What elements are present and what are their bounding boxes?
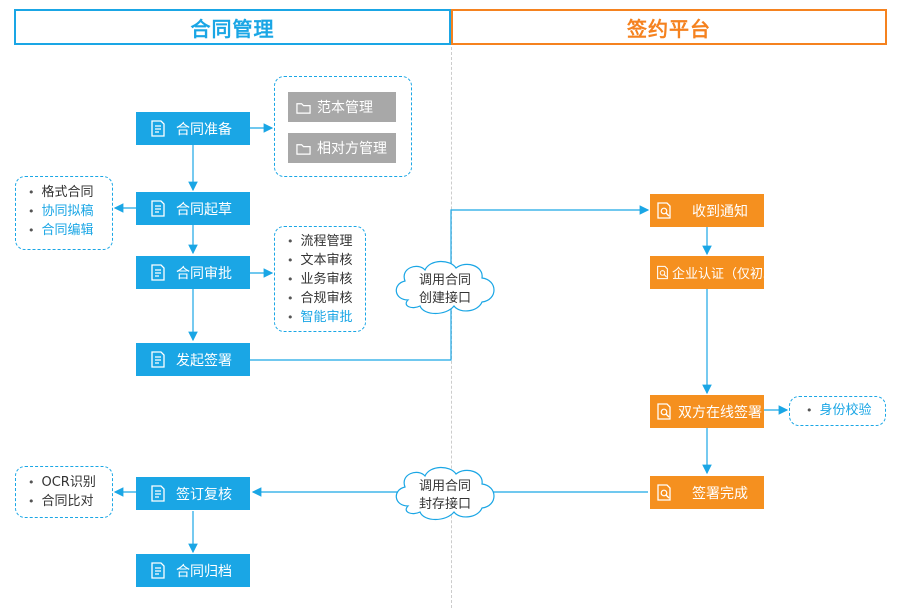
template-box (274, 76, 412, 177)
option-item: 格式合同 (28, 183, 94, 202)
document-icon (151, 264, 165, 281)
node-contract-archive-label: 合同归档 (176, 563, 232, 580)
node-contract-draft-label: 合同起草 (176, 201, 232, 218)
node-signing-check[interactable]: 签订复核 (136, 477, 250, 510)
cloud-create-line2: 创建接口 (418, 291, 471, 306)
node-contract-review-label: 合同审批 (176, 265, 232, 282)
node-online-signing-label: 双方在线签署 (678, 404, 762, 421)
option-item: 协同拟稿 (28, 202, 94, 221)
node-contract-prep-label: 合同准备 (176, 121, 232, 138)
document-icon (151, 120, 165, 137)
node-contract-archive[interactable]: 合同归档 (136, 554, 250, 587)
contract-management-header: 合同管理 (14, 9, 451, 45)
node-contract-review[interactable]: 合同审批 (136, 256, 250, 289)
option-item: 流程管理 (287, 232, 353, 251)
signing-platform-header: 签约平台 (451, 9, 887, 45)
identity-item: 身份校验 (806, 401, 872, 420)
node-contract-draft[interactable]: 合同起草 (136, 192, 250, 225)
option-item: 文本审核 (287, 251, 353, 270)
option-item: 合同比对 (28, 492, 96, 511)
cloud-archive-line2: 封存接口 (418, 497, 471, 512)
review-options-box: 流程管理文本审核业务审核合规审核智能审批 (274, 226, 366, 332)
document-icon (151, 562, 165, 579)
counterparty-management-label: 相对方管理 (317, 141, 387, 157)
document-icon (151, 485, 165, 502)
node-enterprise-cert[interactable]: 企业认证（仅初次 (650, 256, 764, 289)
check-options-list: OCR识别合同比对 (28, 473, 96, 511)
document-icon (151, 351, 165, 368)
cloud-create-label: 调用合同 创建接口 (400, 272, 490, 308)
option-item: 合规审核 (287, 289, 353, 308)
node-signing-check-label: 签订复核 (176, 486, 232, 503)
node-contract-prep[interactable]: 合同准备 (136, 112, 250, 145)
node-enterprise-cert-label: 企业认证（仅初次 (672, 267, 764, 282)
folder-icon (296, 143, 311, 155)
option-item: 业务审核 (287, 270, 353, 289)
cloud-create-line1: 调用合同 (418, 273, 471, 288)
check-options-box: OCR识别合同比对 (15, 466, 113, 518)
cloud-create-interface (395, 260, 495, 315)
template-management-item[interactable]: 范本管理 (288, 92, 396, 122)
option-item: 智能审批 (287, 308, 353, 327)
node-signing-complete[interactable]: 签署完成 (650, 476, 764, 509)
cloud-archive-line1: 调用合同 (418, 479, 471, 494)
document-icon (151, 200, 165, 217)
node-online-signing[interactable]: 双方在线签署 (650, 395, 764, 428)
review-options-list: 流程管理文本审核业务审核合规审核智能审批 (287, 232, 353, 327)
draft-options-box: 格式合同协同拟稿合同编辑 (15, 176, 113, 250)
document-search-icon (657, 265, 668, 280)
document-search-icon (657, 484, 671, 501)
node-initiate-signing-label: 发起签署 (176, 352, 232, 369)
folder-icon (296, 102, 311, 114)
document-search-icon (657, 202, 671, 219)
draft-options-list: 格式合同协同拟稿合同编辑 (28, 183, 94, 240)
identity-list: 身份校验 (806, 401, 872, 420)
document-search-icon (657, 403, 671, 420)
option-item: 合同编辑 (28, 221, 94, 240)
template-management-label: 范本管理 (317, 100, 373, 116)
identity-box: 身份校验 (789, 396, 886, 426)
counterparty-management-item[interactable]: 相对方管理 (288, 133, 396, 163)
node-receive-notice-label: 收到通知 (692, 203, 748, 220)
node-receive-notice[interactable]: 收到通知 (650, 194, 764, 227)
cloud-archive-interface (395, 466, 495, 521)
cloud-archive-label: 调用合同 封存接口 (400, 478, 490, 514)
option-item: OCR识别 (28, 473, 96, 492)
node-initiate-signing[interactable]: 发起签署 (136, 343, 250, 376)
node-signing-complete-label: 签署完成 (692, 485, 748, 502)
